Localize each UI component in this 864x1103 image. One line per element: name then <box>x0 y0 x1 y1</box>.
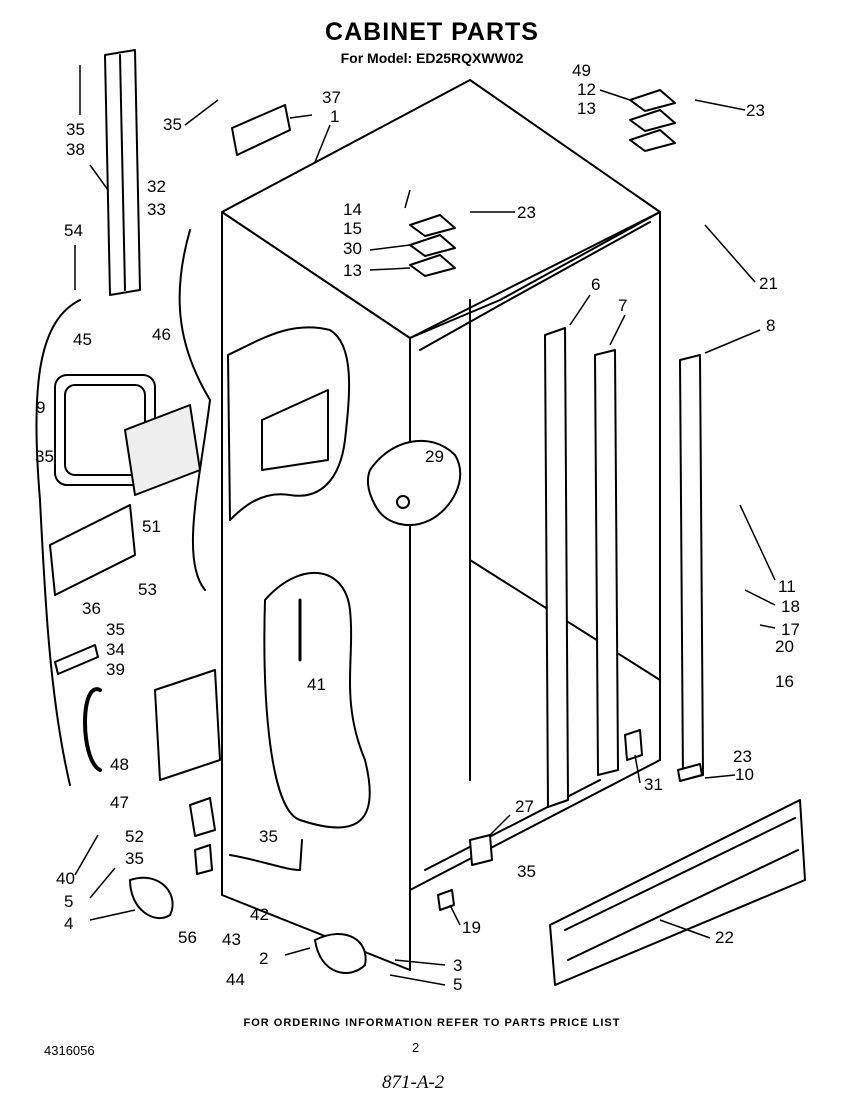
callout-label: 33 <box>147 200 166 219</box>
page-title: CABINET PARTS <box>325 18 539 46</box>
callout-label: 17 <box>781 620 800 639</box>
callout-label: 23 <box>733 747 752 766</box>
callout-label: 47 <box>110 793 129 812</box>
callout-label: 45 <box>73 330 92 349</box>
callout-label: 48 <box>110 755 129 774</box>
callout-label: 23 <box>517 203 536 222</box>
callout-label: 18 <box>781 597 800 616</box>
callout-label: 35 <box>35 447 54 466</box>
callout-label: 35 <box>125 849 144 868</box>
cover-plate <box>154 669 221 781</box>
callout-label: 35 <box>106 620 125 639</box>
callout-label: 38 <box>66 140 85 159</box>
callout-labels: 35 38 54 45 9 35 46 32 33 35 37 1 51 53 … <box>35 61 800 994</box>
callout-label: 8 <box>766 316 775 335</box>
callout-label: 20 <box>775 637 794 656</box>
callout-label: 35 <box>66 120 85 139</box>
callout-label: 11 <box>778 577 796 596</box>
callout-label: 39 <box>106 660 125 679</box>
callout-label: 7 <box>618 296 627 315</box>
callout-label: 35 <box>259 827 278 846</box>
callout-label: 41 <box>307 675 326 694</box>
panel-36 <box>49 504 136 596</box>
callout-label: 44 <box>226 970 245 989</box>
callout-label: 9 <box>36 398 45 417</box>
callout-label: 30 <box>343 239 362 258</box>
callout-label: 21 <box>759 274 778 293</box>
doc-number: 4316056 <box>44 1043 95 1058</box>
callout-label: 35 <box>163 115 182 134</box>
callout-label: 2 <box>259 949 268 968</box>
callout-label: 40 <box>56 869 75 888</box>
page-number: 2 <box>412 1040 420 1055</box>
base-grille <box>549 799 806 986</box>
callout-label: 53 <box>138 580 157 599</box>
model-subtitle: For Model: ED25RQXWW02 <box>340 50 524 66</box>
callout-label: 6 <box>591 275 600 294</box>
callout-label: 13 <box>577 99 596 118</box>
callout-label: 52 <box>125 827 144 846</box>
upper-hinges <box>409 89 676 277</box>
callout-label: 19 <box>462 918 481 937</box>
left-rail <box>104 49 141 296</box>
callout-label: 15 <box>343 219 362 238</box>
callout-label: 43 <box>222 930 241 949</box>
callout-label: 12 <box>577 80 596 99</box>
ordering-note: FOR ORDERING INFORMATION REFER TO PARTS … <box>243 1017 621 1029</box>
callout-label: 23 <box>746 101 765 120</box>
callout-label: 46 <box>152 325 171 344</box>
callout-label: 56 <box>178 928 197 947</box>
callout-label: 13 <box>343 261 362 280</box>
bracket-37 <box>231 104 291 156</box>
callout-label: 27 <box>515 797 534 816</box>
callout-label: 5 <box>453 975 462 994</box>
callout-label: 31 <box>644 775 663 794</box>
callout-label: 36 <box>82 599 101 618</box>
callout-label: 32 <box>147 177 166 196</box>
callout-label: 29 <box>425 447 444 466</box>
callout-label: 14 <box>343 200 362 219</box>
callout-label: 1 <box>330 107 339 126</box>
callout-label: 54 <box>64 221 83 240</box>
callout-label: 5 <box>64 892 73 911</box>
heater-pad <box>124 404 201 496</box>
wire-harness <box>35 229 211 786</box>
callout-label: 37 <box>322 88 341 107</box>
cabinet-body <box>221 79 661 971</box>
callout-label: 49 <box>572 61 591 80</box>
callout-label: 10 <box>735 765 754 784</box>
callout-label: 51 <box>142 517 161 536</box>
callout-label: 4 <box>64 914 73 933</box>
callout-label: 3 <box>453 956 462 975</box>
callout-label: 16 <box>775 672 794 691</box>
bracket-39 <box>54 644 99 675</box>
callout-label: 34 <box>106 640 125 659</box>
callout-label: 35 <box>517 862 536 881</box>
lower-parts <box>129 729 703 974</box>
callout-label: 42 <box>250 905 269 924</box>
callout-label: 22 <box>715 928 734 947</box>
right-door-parts <box>544 327 704 808</box>
handwritten-note: 871-A-2 <box>382 1072 445 1093</box>
leader-lines <box>74 65 776 986</box>
